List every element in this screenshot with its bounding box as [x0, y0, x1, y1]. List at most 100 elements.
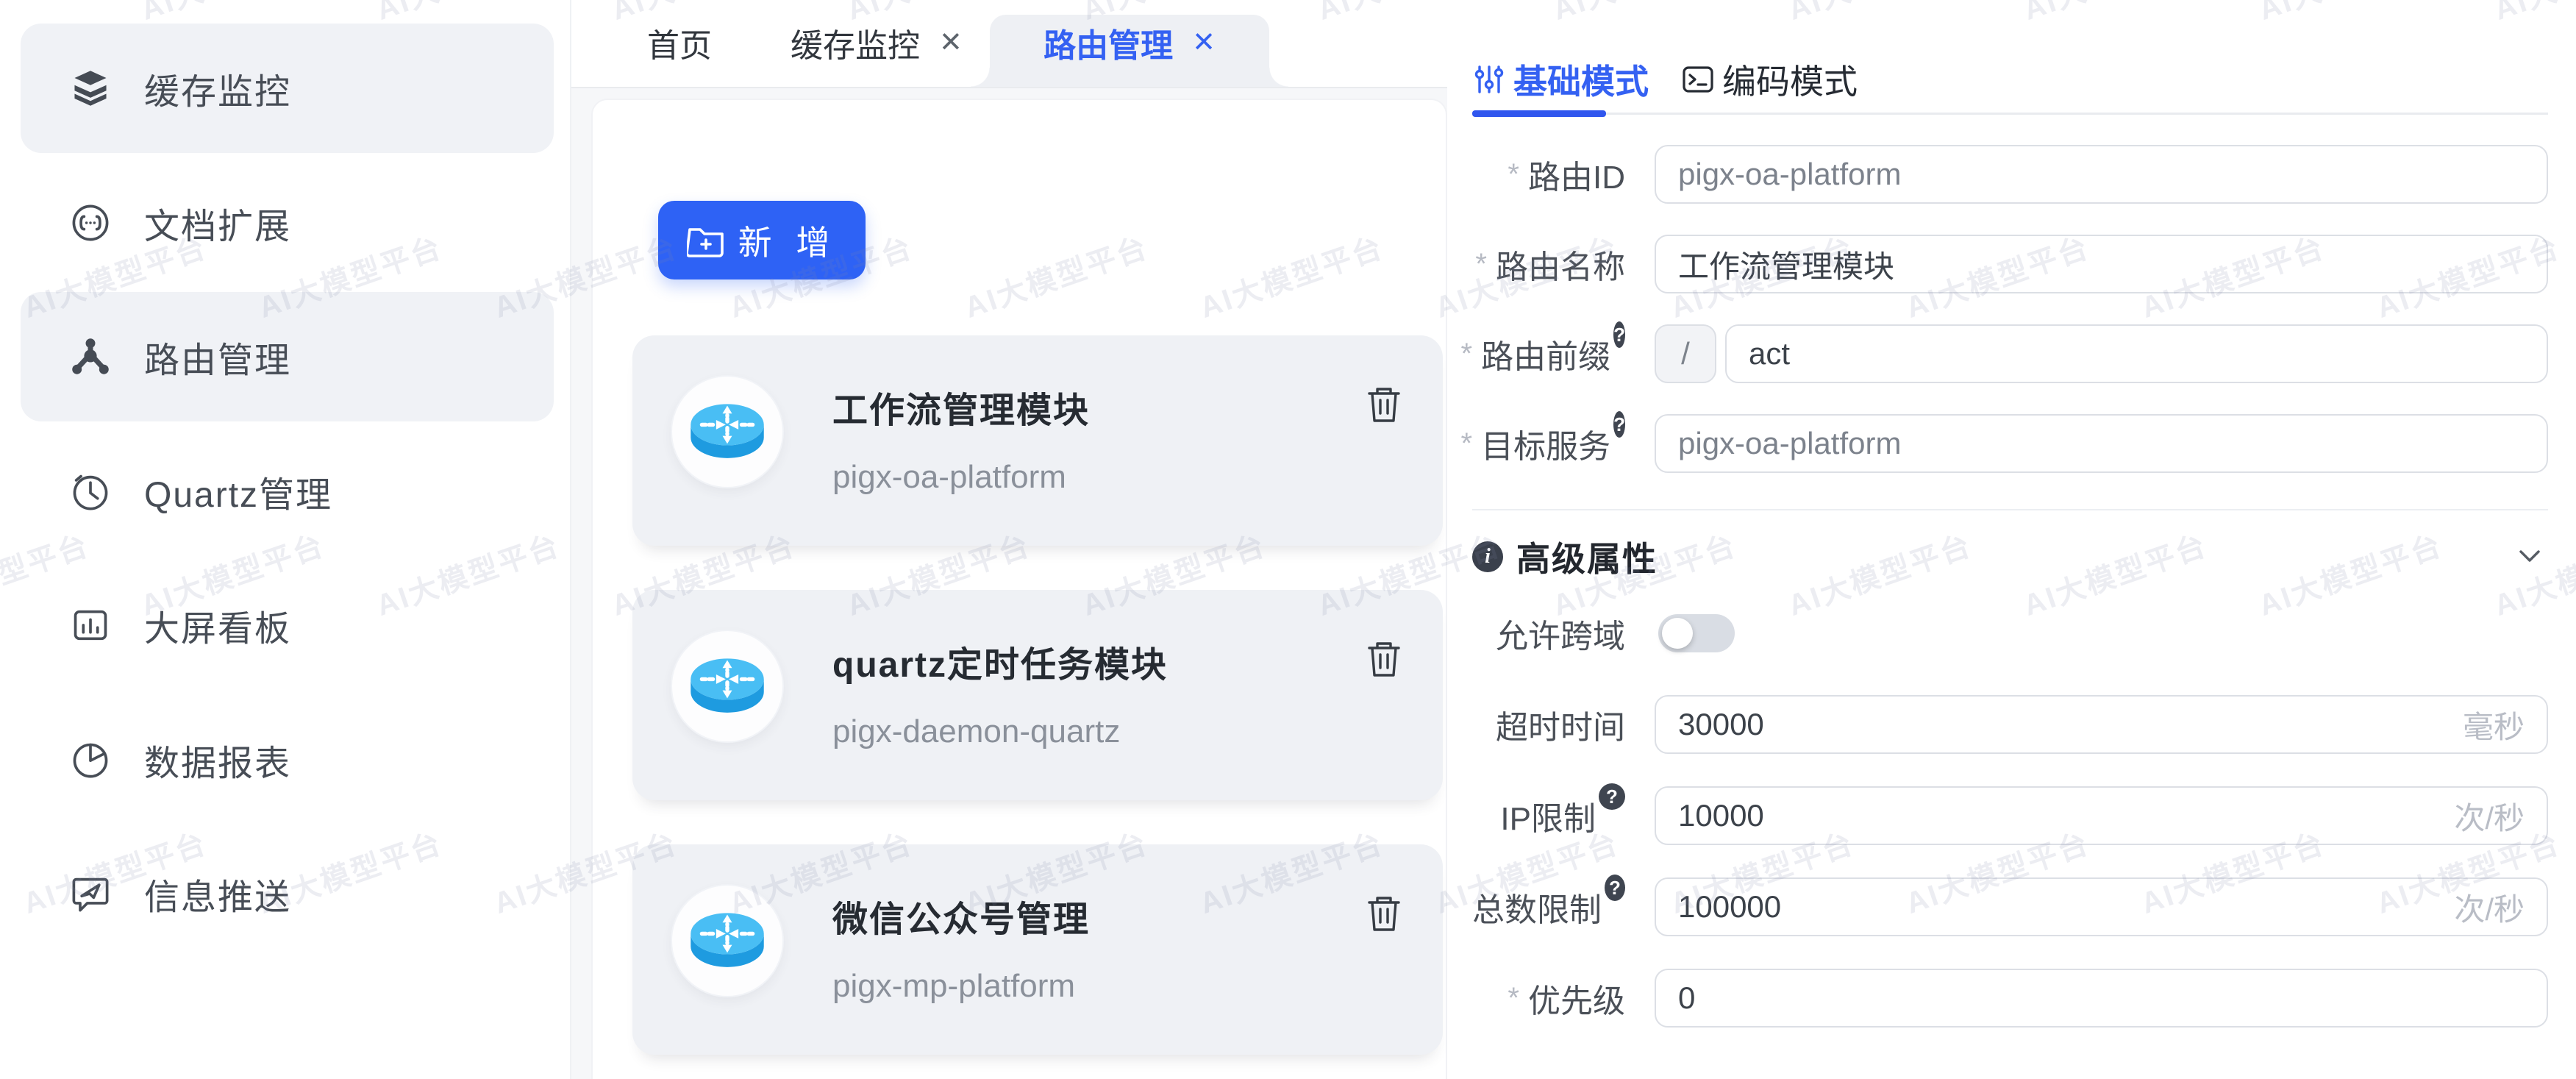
pie-chart-icon [69, 738, 112, 781]
field-label-target-service: *目标服务? [1461, 411, 1625, 473]
field-input-route-prefix[interactable]: act [1725, 324, 2548, 383]
required-asterisk: * [1475, 247, 1487, 280]
tab-label: 缓存监控 [791, 28, 920, 64]
sidebar-item-label: 大屏看板 [144, 610, 292, 649]
sidebar-item-2[interactable]: 路由管理 [21, 292, 554, 421]
tab-close-icon[interactable]: ✕ [939, 27, 963, 58]
code-terminal-icon [1683, 66, 1713, 93]
sidebar-item-label: 文档扩展 [144, 207, 292, 246]
section-divider [1472, 509, 2548, 510]
tab-close-icon[interactable]: ✕ [1192, 27, 1216, 58]
route-avatar [671, 375, 784, 488]
route-edit-panel: 基础模式 编码模式 * 路由ID pigx-oa-platform *路由名称工作流管… [1447, 0, 2576, 1079]
sidebar-item-4[interactable]: 大屏看板 [21, 560, 554, 690]
field-input-target-service[interactable]: pigx-oa-platform [1655, 414, 2548, 473]
field-label-text: 超时时间 [1496, 710, 1625, 746]
trash-icon [1365, 388, 1403, 428]
tab-divider-line [1606, 113, 2548, 115]
field-input-priority[interactable]: 0 [1655, 969, 2548, 1028]
field-value: 工作流管理模块 [1678, 249, 1895, 284]
field-value: 30000 [1678, 707, 1764, 741]
field-value: 0 [1678, 980, 1696, 1015]
sidebar-item-label: 缓存监控 [144, 73, 292, 112]
form-row-timeout: 超时时间 30000 毫秒 [1447, 695, 2576, 754]
field-unit: 次/秒 [2454, 800, 2525, 836]
form-row-target-service: *目标服务? pigx-oa-platform [1447, 411, 2576, 473]
field-label-route-prefix: *路由前缀? [1461, 321, 1625, 383]
field-value: pigx-oa-platform [1678, 157, 1902, 191]
tab-basic-mode[interactable]: 基础模式 [1472, 53, 1649, 106]
route-list-panel: 新 增 工作流管理模块 pigx-oa-platform quartz定时任务模块 p… [591, 99, 1447, 1079]
route-card-service: pigx-oa-platform [832, 459, 1066, 495]
help-icon[interactable]: ? [1613, 411, 1625, 438]
required-asterisk: * [1460, 337, 1473, 370]
field-unit: 毫秒 [2462, 709, 2525, 744]
field-label-text: 允许跨域 [1496, 619, 1625, 655]
field-label-total-limit: 总数限制? [1472, 875, 1625, 936]
form-row-allow-cors: 允许跨域 [1447, 604, 2576, 663]
field-input-route-name[interactable]: 工作流管理模块 [1655, 235, 2548, 293]
cors-toggle[interactable] [1658, 614, 1735, 652]
sidebar-item-label: Quartz管理 [144, 475, 333, 515]
sidebar-item-6[interactable]: 信息推送 [21, 829, 554, 958]
delete-route-button[interactable] [1365, 893, 1403, 934]
form-row-route-name: *路由名称工作流管理模块 [1447, 235, 2576, 293]
form-row-route-prefix: *路由前缀? / act [1447, 321, 2576, 383]
add-route-button[interactable]: 新 增 [658, 201, 866, 279]
route-card-title: 微信公众号管理 [832, 900, 1091, 939]
tab-路由管理[interactable]: 路由管理 ✕ [990, 0, 1269, 85]
help-icon[interactable]: ? [1605, 875, 1625, 901]
field-value: act [1749, 336, 1791, 371]
tab-首页[interactable]: 首页 [647, 0, 712, 85]
active-tab-underline [1472, 110, 1606, 117]
active-tab-background [971, 15, 1288, 87]
field-label-ip-limit: IP限制? [1472, 783, 1625, 845]
advanced-section-header[interactable]: i 高级属性 [1472, 532, 1658, 582]
prefix-prepend: / [1655, 324, 1716, 383]
field-input-route-id[interactable]: pigx-oa-platform [1655, 145, 2548, 204]
trash-icon [1365, 642, 1403, 683]
field-input-timeout[interactable]: 30000 毫秒 [1655, 695, 2548, 754]
tab-缓存监控[interactable]: 缓存监控 ✕ [791, 0, 963, 85]
help-icon[interactable]: ? [1599, 783, 1625, 810]
delete-route-button[interactable] [1365, 384, 1403, 425]
sidebar-item-1[interactable]: 文档扩展 [21, 158, 554, 288]
cache-layers-icon [69, 67, 112, 110]
sidebar-item-0[interactable]: 缓存监控 [21, 24, 554, 153]
route-card-title: quartz定时任务模块 [832, 646, 1169, 685]
main-column: 首页 缓存监控 ✕ 路由管理 ✕ 新 增 工作流管理模块 pigx-oa-platform… [571, 0, 1447, 1079]
clock-icon [69, 470, 112, 513]
sidebar-item-3[interactable]: Quartz管理 [21, 427, 554, 556]
field-label-text: 优先级 [1528, 983, 1625, 1019]
route-hub-icon [69, 335, 112, 378]
message-push-icon [69, 872, 112, 915]
tab-basic-label: 基础模式 [1513, 63, 1649, 101]
route-card-0[interactable]: 工作流管理模块 pigx-oa-platform [632, 335, 1443, 546]
route-card-1[interactable]: quartz定时任务模块 pigx-daemon-quartz [632, 590, 1443, 800]
tabbar: 首页 缓存监控 ✕ 路由管理 ✕ [571, 0, 1447, 88]
chevron-down-icon[interactable] [2512, 538, 2547, 574]
tab-code-mode[interactable]: 编码模式 [1681, 53, 1858, 106]
route-content-area: 新 增 工作流管理模块 pigx-oa-platform quartz定时任务模块 p… [571, 88, 1447, 1079]
field-value: pigx-oa-platform [1678, 426, 1902, 460]
field-label-text: 路由ID [1528, 160, 1625, 196]
sidebar-item-5[interactable]: 数据报表 [21, 695, 554, 825]
tab-label: 路由管理 [1043, 28, 1174, 64]
delete-route-button[interactable] [1365, 638, 1403, 680]
sidebar-item-label: 信息推送 [144, 878, 292, 917]
api-doc-icon [69, 202, 112, 244]
form-row-route-id: * 路由ID pigx-oa-platform [1447, 145, 2576, 204]
field-label-text: 总数限制 [1472, 892, 1602, 928]
required-asterisk: * [1508, 157, 1519, 190]
route-card-service: pigx-daemon-quartz [832, 713, 1121, 749]
route-avatar [671, 630, 784, 743]
field-value: 100000 [1678, 889, 1782, 924]
help-icon[interactable]: ? [1613, 321, 1625, 348]
route-card-title: 工作流管理模块 [832, 391, 1091, 430]
